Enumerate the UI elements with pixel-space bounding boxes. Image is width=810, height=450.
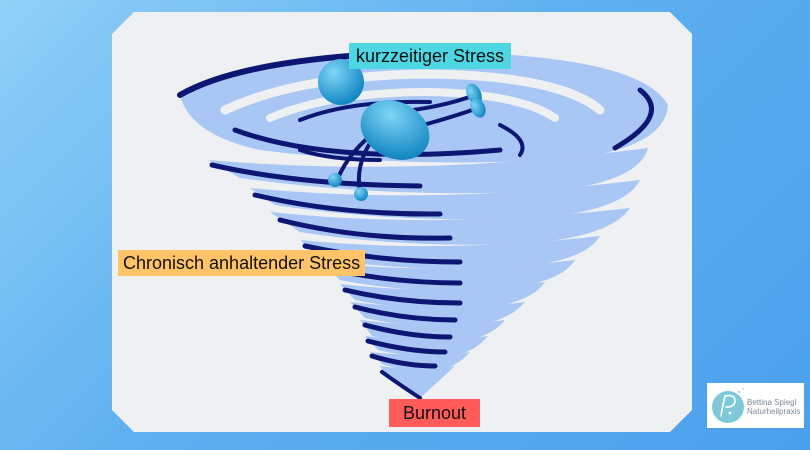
label-short-term-stress: kurzzeitiger Stress [349,43,512,69]
brand-logo[interactable]: Bettina Spiegl Naturheilpraxis [707,383,804,428]
logo-name: Bettina Spiegl [747,398,797,407]
tornado-body [208,148,648,400]
label-chronic-stress: Chronisch anhaltender Stress [118,250,366,276]
person-figure [318,59,486,201]
logo-mark-icon [712,388,744,423]
label-burnout: Burnout [389,399,481,427]
logo-subtitle: Naturheilpraxis [747,407,801,416]
